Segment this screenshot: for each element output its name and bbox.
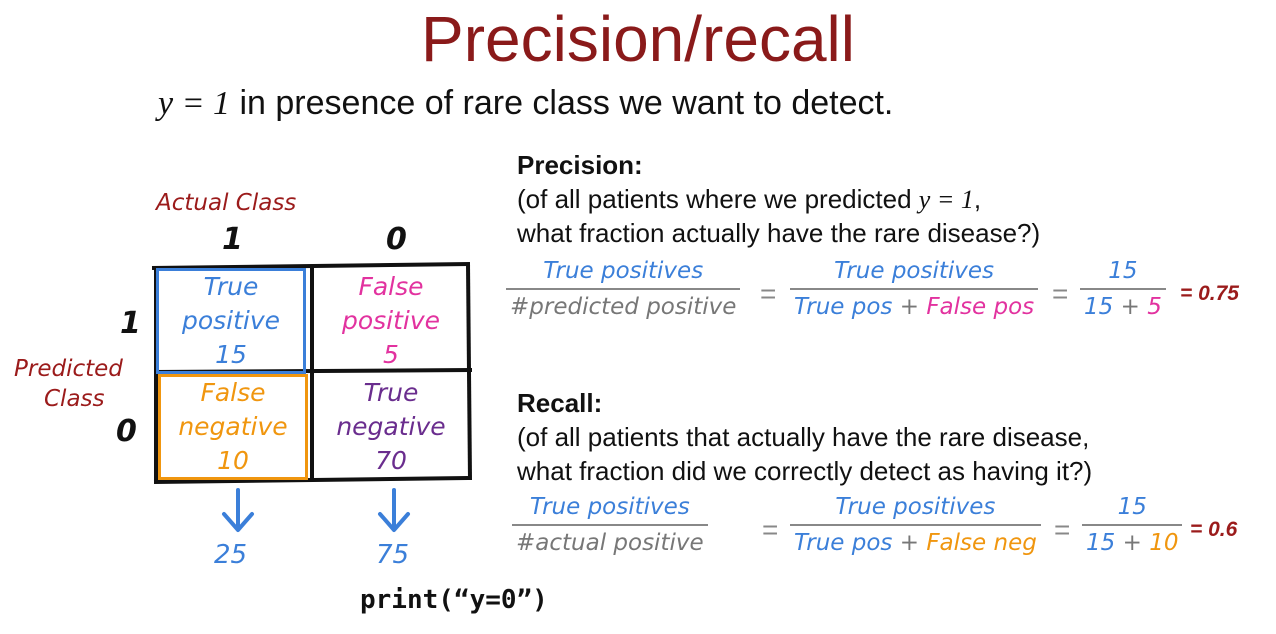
fraction-bar xyxy=(790,524,1041,526)
fraction-bar xyxy=(1080,288,1166,290)
recall-f1-numerator: True positives xyxy=(529,494,690,520)
precision-f2-denominator: True pos + False pos xyxy=(790,290,1038,320)
slide-title: Precision/recall xyxy=(421,3,855,75)
recall-f3-den-b: 10 xyxy=(1149,530,1179,556)
fp-line1: False xyxy=(358,272,424,301)
column-total-0: 75 xyxy=(376,540,410,570)
recall-f3-numerator: 15 xyxy=(1117,494,1147,520)
recall-f2-den-b: False neg xyxy=(926,530,1037,556)
cell-false-negative: False negative 10 xyxy=(158,374,308,480)
precision-fraction-2: True positives True pos + False pos xyxy=(790,258,1039,320)
precision-line1-text: (of all patients where we predicted xyxy=(517,184,919,214)
recall-f2-denominator: True pos + False neg xyxy=(790,526,1041,556)
subtitle-text: in presence of rare class we want to det… xyxy=(230,84,894,122)
predicted-class-label-line1: Predicted xyxy=(14,356,123,382)
precision-line1-end: , xyxy=(973,184,982,214)
precision-f1-numerator: True positives xyxy=(543,258,704,284)
precision-description-line1: (of all patients where we predicted y = … xyxy=(517,184,981,215)
predicted-row-0-label: 0 xyxy=(116,414,137,449)
precision-f2-numerator: True positives xyxy=(834,258,995,284)
precision-result: = 0.75 xyxy=(1180,282,1239,305)
recall-f3-den-plus: + xyxy=(1115,530,1150,556)
recall-f2-den-plus: + xyxy=(892,530,927,556)
precision-f1-denominator: #predicted positive xyxy=(510,294,737,320)
confusion-matrix: True positive 15 False positive 5 False … xyxy=(150,262,472,484)
recall-description-line2: what fraction did we correctly detect as… xyxy=(517,456,1093,486)
code-snippet: print(“y=0”) xyxy=(360,585,548,615)
recall-f2-numerator: True positives xyxy=(835,494,996,520)
precision-equals-2: = xyxy=(1052,278,1069,309)
arrow-down-icon xyxy=(378,488,410,532)
recall-result: = 0.6 xyxy=(1190,518,1238,541)
fraction-bar xyxy=(1082,524,1183,526)
precision-f3-den-a: 15 xyxy=(1084,294,1114,320)
predicted-class-label-line2: Class xyxy=(44,386,105,412)
arrow-down-icon xyxy=(222,488,254,532)
tp-count: 15 xyxy=(215,340,247,369)
precision-equals-1: = xyxy=(760,278,777,309)
fn-count: 10 xyxy=(217,446,249,475)
precision-description-line2: what fraction actually have the rare dis… xyxy=(517,218,1041,248)
tn-line1: True xyxy=(363,378,419,407)
precision-f3-numerator: 15 xyxy=(1108,258,1138,284)
recall-fraction-2: True positives True pos + False neg xyxy=(790,494,1041,556)
precision-line1-math: y = 1 xyxy=(918,185,974,214)
precision-f2-den-plus: + xyxy=(892,294,927,320)
precision-fraction-1: True positives #predicted positive xyxy=(506,258,741,320)
precision-f3-denominator: 15 + 5 xyxy=(1080,290,1166,320)
fraction-bar xyxy=(506,288,741,290)
subtitle-math: y = 1 xyxy=(158,85,231,122)
cell-true-positive: True positive 15 xyxy=(156,268,306,374)
actual-class-label: Actual Class xyxy=(156,190,297,216)
recall-description-line1: (of all patients that actually have the … xyxy=(517,422,1090,452)
fraction-bar xyxy=(790,288,1039,290)
column-total-1: 25 xyxy=(214,540,248,570)
precision-heading: Precision: xyxy=(517,150,643,180)
recall-heading: Recall: xyxy=(517,388,603,418)
recall-equals-1: = xyxy=(762,514,779,545)
fn-line2: negative xyxy=(178,412,288,441)
tp-line1: True xyxy=(203,272,259,301)
actual-col-0-label: 0 xyxy=(386,222,407,257)
recall-fraction-3: 15 15 + 10 xyxy=(1082,494,1183,556)
precision-f3-den-b: 5 xyxy=(1147,294,1162,320)
recall-f3-denominator: 15 + 10 xyxy=(1082,526,1182,556)
precision-f2-den-b: False pos xyxy=(926,294,1035,320)
recall-fraction-1: True positives #actual positive xyxy=(512,494,708,556)
fn-line1: False xyxy=(200,378,266,407)
tp-line2: positive xyxy=(181,306,281,335)
cell-false-positive: False positive 5 xyxy=(316,268,466,374)
recall-f3-den-a: 15 xyxy=(1086,530,1116,556)
precision-fraction-3: 15 15 + 5 xyxy=(1080,258,1166,320)
precision-f2-den-a: True pos xyxy=(794,294,893,320)
recall-f1-denominator: #actual positive xyxy=(516,530,704,556)
cell-true-negative: True negative 70 xyxy=(316,374,466,480)
slide-subtitle: y = 1 in presence of rare class we want … xyxy=(158,84,893,123)
fp-count: 5 xyxy=(383,340,399,369)
precision-f3-den-plus: + xyxy=(1113,294,1148,320)
tn-count: 70 xyxy=(375,446,407,475)
recall-equals-2: = xyxy=(1054,514,1071,545)
fp-line2: positive xyxy=(341,306,441,335)
recall-f2-den-a: True pos xyxy=(794,530,893,556)
actual-col-1-label: 1 xyxy=(222,222,243,257)
predicted-row-1-label: 1 xyxy=(120,306,141,341)
tn-line2: negative xyxy=(336,412,446,441)
fraction-bar xyxy=(512,524,708,526)
